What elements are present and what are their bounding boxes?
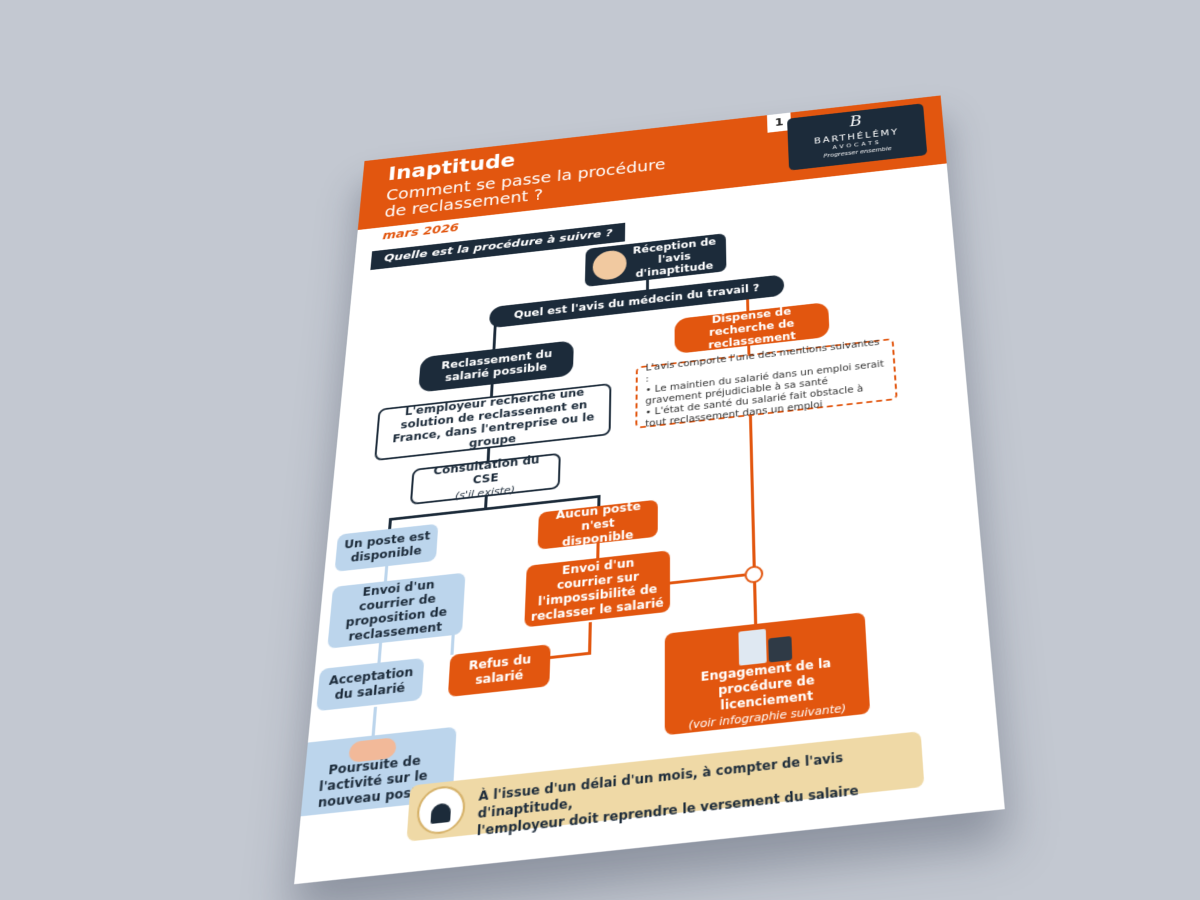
node-aucun-poste-label: Aucun poste n'est disponible [555,499,641,549]
node-engagement: Engagement de la procédure de licencieme… [664,612,871,736]
node-consultation-cse: Consultation du CSE (s'il existe) [409,452,561,506]
node-poste-disponible: Un poste est disponible [334,523,439,572]
infographic-sheet: Inaptitude Comment se passe la procédure… [294,95,1005,885]
node-acceptation: Acceptation du salarié [316,657,425,712]
node-envoi-impossibilite: Envoi d'un courrier sur l'impossibilité … [524,550,671,628]
node-acceptation-label: Acceptation du salarié [328,664,414,703]
connector-line [670,573,745,585]
connector-line [748,414,758,625]
node-refus-label: Refus du salarié [468,652,532,688]
connector-line [371,706,378,736]
footer-note: À l'issue d'un délai d'un mois, à compte… [406,731,925,842]
node-employeur-recherche-label: L'employeur recherche une solution de re… [391,386,595,450]
document-icon [738,628,767,666]
node-reclassement-possible: Reclassement du salarié possible [418,340,574,393]
node-dispense-detail: L'avis comporte l'une des mentions suiva… [635,337,898,429]
node-poste-disponible-label: Un poste est disponible [343,529,431,565]
junction-circle [744,564,764,585]
connector-line [492,324,497,351]
node-refus: Refus du salarié [447,644,551,698]
connector-line [450,634,455,655]
connector-line [588,622,592,655]
node-aucun-poste: Aucun poste n'est disponible [537,499,658,550]
alarm-light-shape [430,802,452,824]
connector-line [377,642,383,663]
node-reclassement-possible-label: Reclassement du salarié possible [441,347,553,384]
node-reception-label: Réception de l'avis d'inaptitude [632,235,717,280]
node-envoi-proposition: Envoi d'un courrier de proposition de re… [327,572,466,649]
node-envoi-proposition-label: Envoi d'un courrier de proposition de re… [345,577,448,644]
connector-line [383,565,389,583]
briefcase-icon [768,635,793,663]
node-envoi-impossibilite-label: Envoi d'un courrier sur l'impossibilité … [530,556,664,624]
